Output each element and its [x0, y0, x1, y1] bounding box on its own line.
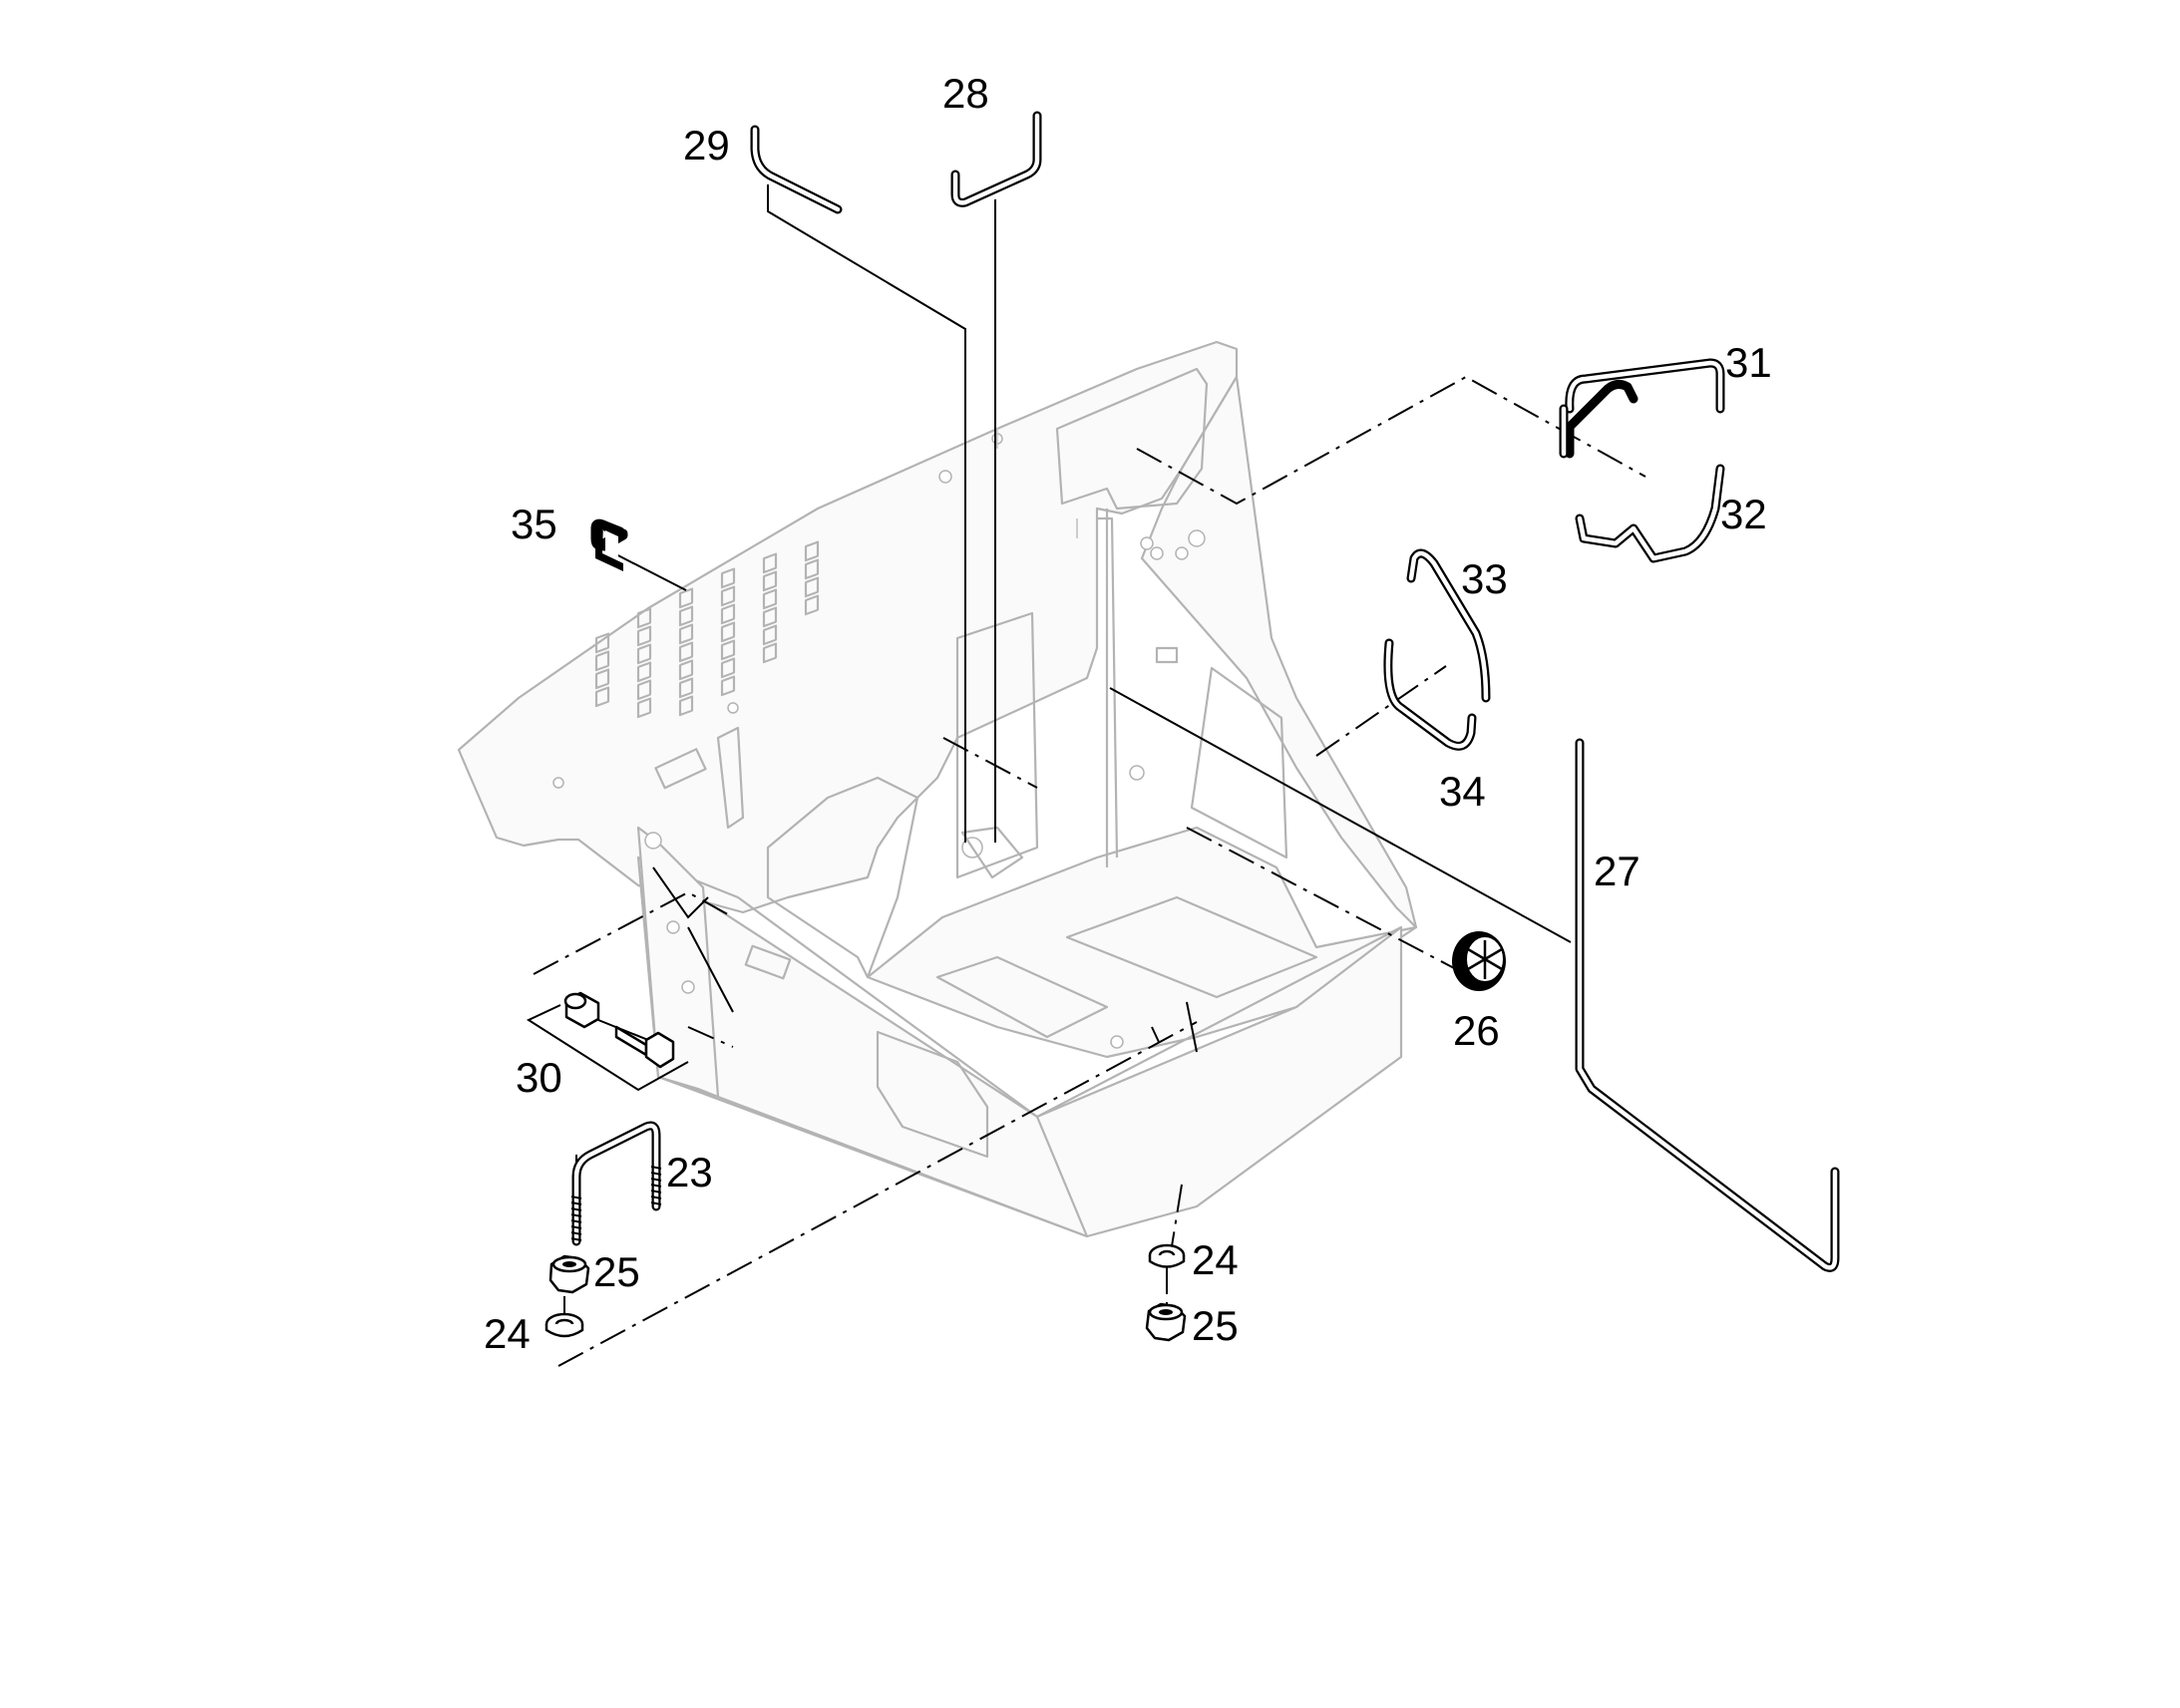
callout-26: 26 — [1453, 1007, 1500, 1054]
part-23-ubolt — [570, 1121, 662, 1246]
part-26-grommet — [1452, 931, 1506, 991]
part-25-nut-right — [1145, 1302, 1187, 1342]
callout-29: 29 — [683, 122, 730, 169]
callout-33: 33 — [1461, 555, 1508, 602]
right-side-panel — [1140, 375, 1418, 929]
part-33-clip — [1406, 548, 1491, 703]
part-28-rod — [950, 111, 1042, 207]
vent-slots — [594, 540, 820, 719]
callout-24-left: 24 — [484, 1310, 531, 1357]
callout-34: 34 — [1439, 768, 1486, 815]
part-24-washer-left — [545, 1312, 584, 1338]
main-box-assembly — [457, 340, 1418, 1238]
inner-floor — [866, 826, 1418, 1059]
part-27-rod — [1575, 738, 1840, 1272]
part-24-washer-right — [1148, 1243, 1186, 1268]
callout-32: 32 — [1720, 491, 1767, 537]
callout-24-right: 24 — [1192, 1236, 1239, 1283]
part-32-clip — [1575, 464, 1725, 563]
part-25-nut-left — [548, 1254, 590, 1294]
part-29-rod — [750, 125, 843, 214]
callouts: 28 29 31 32 33 34 35 27 26 30 23 25 24 2… — [484, 70, 1772, 1357]
callout-31: 31 — [1725, 339, 1772, 386]
part-30-bushing-bolt — [563, 991, 675, 1069]
part-35-clip — [590, 518, 628, 571]
back-panel — [457, 340, 1239, 914]
part-31-clip — [1559, 358, 1725, 459]
part-34-clip — [1383, 638, 1477, 751]
callout-25-left: 25 — [593, 1248, 640, 1295]
callout-30: 30 — [516, 1054, 562, 1101]
callout-28: 28 — [942, 70, 989, 117]
callout-35: 35 — [511, 501, 557, 547]
callout-23: 23 — [666, 1149, 713, 1196]
callout-25-right: 25 — [1192, 1302, 1239, 1349]
callout-27: 27 — [1594, 848, 1640, 894]
